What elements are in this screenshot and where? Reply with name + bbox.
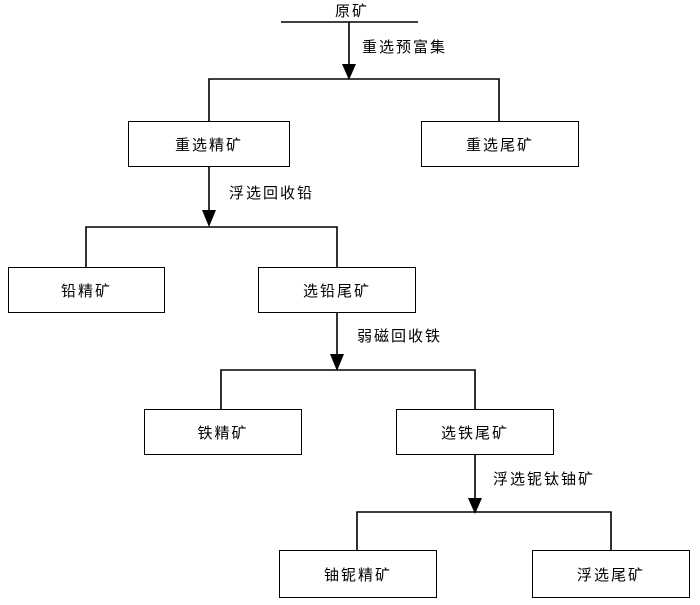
tailing-label-4: 浮选尾矿 — [576, 565, 645, 584]
tailing-label-3: 选铁尾矿 — [440, 423, 509, 442]
operation-label-1: 重选预富集 — [362, 38, 448, 56]
arrow-3 — [330, 354, 344, 371]
arrow-1 — [342, 64, 356, 80]
split-2 — [85, 226, 338, 267]
split-4 — [356, 511, 612, 550]
concentrate-box-3: 铁精矿 — [144, 409, 302, 455]
tailing-box-1: 重选尾矿 — [421, 121, 579, 167]
split-1 — [208, 78, 500, 121]
split-3 — [220, 369, 476, 409]
tailing-box-4: 浮选尾矿 — [532, 550, 690, 598]
concentrate-label-2: 铅精矿 — [60, 281, 112, 300]
source-label: 原矿 — [335, 2, 370, 20]
concentrate-box-2: 铅精矿 — [8, 267, 165, 313]
concentrate-label-1: 重选精矿 — [174, 135, 243, 154]
tailing-label-1: 重选尾矿 — [465, 135, 534, 154]
concentrate-box-4: 铀铌精矿 — [279, 550, 437, 598]
operation-label-4: 浮选铌钛铀矿 — [493, 470, 596, 488]
arrow-4 — [468, 498, 482, 514]
concentrate-label-3: 铁精矿 — [197, 423, 249, 442]
arrow-2 — [202, 210, 216, 227]
concentrate-label-4: 铀铌精矿 — [323, 565, 392, 584]
operation-label-2: 浮选回收铅 — [229, 184, 315, 202]
tailing-box-2: 选铅尾矿 — [258, 267, 416, 313]
operation-label-3: 弱磁回收铁 — [357, 327, 443, 345]
tailing-label-2: 选铅尾矿 — [302, 281, 371, 300]
concentrate-box-1: 重选精矿 — [128, 121, 290, 167]
tailing-box-3: 选铁尾矿 — [396, 409, 554, 455]
